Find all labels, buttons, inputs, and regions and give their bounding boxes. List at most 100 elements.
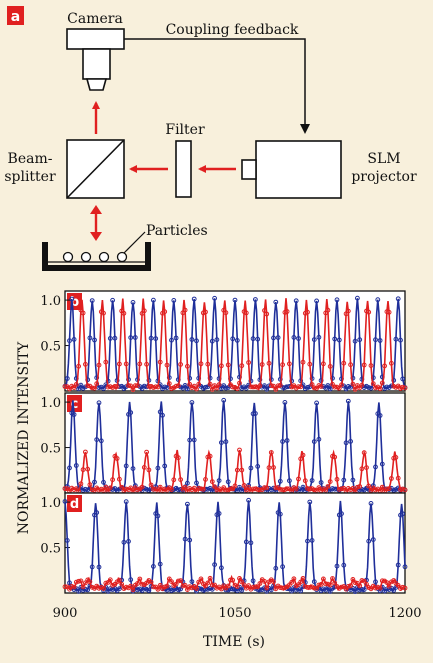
x-tick-label-0: 900 <box>53 606 78 621</box>
data-point-c-1 <box>146 467 152 473</box>
filter-label: Filter <box>165 122 205 138</box>
data-point-b-1 <box>359 382 365 388</box>
data-point-b-1 <box>336 385 342 391</box>
data-point-c-0 <box>185 480 190 486</box>
data-point-d-1 <box>359 578 365 583</box>
data-point-d-1 <box>311 585 317 591</box>
data-point-c-1 <box>128 485 134 491</box>
data-point-b-0 <box>400 376 406 382</box>
data-point-d-1 <box>332 580 338 586</box>
data-point-b-0 <box>255 336 261 342</box>
data-point-b-0 <box>173 335 179 341</box>
data-point-d-1 <box>302 584 308 589</box>
data-point-b-1 <box>386 309 392 315</box>
data-point-c-1 <box>162 486 168 492</box>
data-point-c-0 <box>373 464 378 470</box>
data-point-b-0 <box>87 335 93 341</box>
data-point-c-0 <box>144 486 150 492</box>
data-point-c-0 <box>94 437 100 443</box>
data-point-b-0 <box>293 298 299 304</box>
y-tick-label-c-0: 0.5 <box>40 442 61 457</box>
data-point-c-1 <box>144 449 150 455</box>
data-point-c-1 <box>255 487 261 492</box>
data-point-b-1 <box>246 360 252 365</box>
data-point-d-1 <box>137 576 143 582</box>
data-point-b-0 <box>375 297 381 303</box>
data-point-d-0 <box>182 536 188 542</box>
particles-leader-line <box>123 231 146 254</box>
data-point-c-0 <box>379 461 385 467</box>
data-point-d-0 <box>368 501 374 506</box>
data-point-b-1 <box>350 381 356 387</box>
data-point-c-1 <box>171 477 177 483</box>
data-point-d-1 <box>325 581 331 587</box>
data-point-c-0 <box>250 411 256 417</box>
data-point-d-1 <box>73 579 79 585</box>
data-point-c-1 <box>175 455 181 461</box>
data-point-d-0 <box>311 579 317 585</box>
data-point-c-0 <box>83 486 88 492</box>
data-point-c-0 <box>157 409 163 415</box>
data-point-d-1 <box>178 578 184 583</box>
data-point-c-1 <box>350 485 356 491</box>
data-point-c-1 <box>203 477 208 482</box>
data-point-d-1 <box>157 582 163 588</box>
data-point-c-0 <box>219 440 224 446</box>
data-point-d-0 <box>117 586 122 592</box>
data-point-d-1 <box>203 583 208 589</box>
data-point-c-1 <box>384 486 390 492</box>
data-point-d-0 <box>62 499 68 504</box>
data-point-d-0 <box>395 562 401 568</box>
data-point-b-0 <box>273 299 279 305</box>
data-point-d-1 <box>119 581 125 587</box>
data-point-d-1 <box>130 587 136 593</box>
data-point-b-1 <box>230 384 236 390</box>
data-point-b-1 <box>264 311 270 317</box>
data-point-c-0 <box>343 440 349 446</box>
data-point-b-1 <box>73 382 79 387</box>
data-point-b-1 <box>123 361 129 367</box>
data-point-b-1 <box>216 382 222 388</box>
data-point-c-1 <box>395 475 401 481</box>
data-point-b-0 <box>200 385 206 391</box>
data-point-b-0 <box>189 337 195 342</box>
data-point-c-0 <box>67 465 72 471</box>
data-point-b-1 <box>135 383 140 389</box>
data-point-c-0 <box>350 477 356 483</box>
data-point-c-1 <box>87 482 93 488</box>
data-point-b-0 <box>368 385 374 391</box>
data-point-c-1 <box>205 454 211 460</box>
particle-dish-icon <box>42 242 151 271</box>
data-point-c-1 <box>169 487 174 493</box>
y-tick-label-d-1: 1.0 <box>40 496 61 511</box>
data-point-d-1 <box>180 583 186 589</box>
data-point-b-0 <box>185 386 190 392</box>
data-point-b-0 <box>132 335 138 340</box>
data-point-c-0 <box>255 464 261 469</box>
data-point-c-1 <box>246 485 252 490</box>
data-point-d-0 <box>169 588 174 593</box>
data-point-b-1 <box>114 384 120 389</box>
data-point-b-1 <box>389 360 394 366</box>
data-point-b-0 <box>203 384 208 390</box>
data-point-d-0 <box>178 586 184 592</box>
data-point-b-1 <box>402 385 408 391</box>
x-axis-label: TIME (s) <box>203 634 265 650</box>
data-point-b-0 <box>291 335 297 340</box>
data-point-c-1 <box>239 467 245 473</box>
data-point-c-1 <box>400 486 406 492</box>
data-point-c-0 <box>92 479 97 485</box>
data-point-d-1 <box>182 582 188 588</box>
data-point-b-0 <box>384 384 390 390</box>
data-point-d-0 <box>257 587 263 593</box>
data-point-d-1 <box>368 586 374 592</box>
data-point-d-1 <box>305 585 310 590</box>
data-point-c-1 <box>119 484 125 490</box>
data-point-b-0 <box>212 295 218 301</box>
camera-label: Camera <box>67 11 123 27</box>
slm-projector-icon <box>241 140 342 199</box>
data-point-d-1 <box>377 585 383 591</box>
data-point-b-1 <box>155 384 161 390</box>
data-point-c-0 <box>345 398 351 404</box>
data-point-b-0 <box>234 338 240 343</box>
